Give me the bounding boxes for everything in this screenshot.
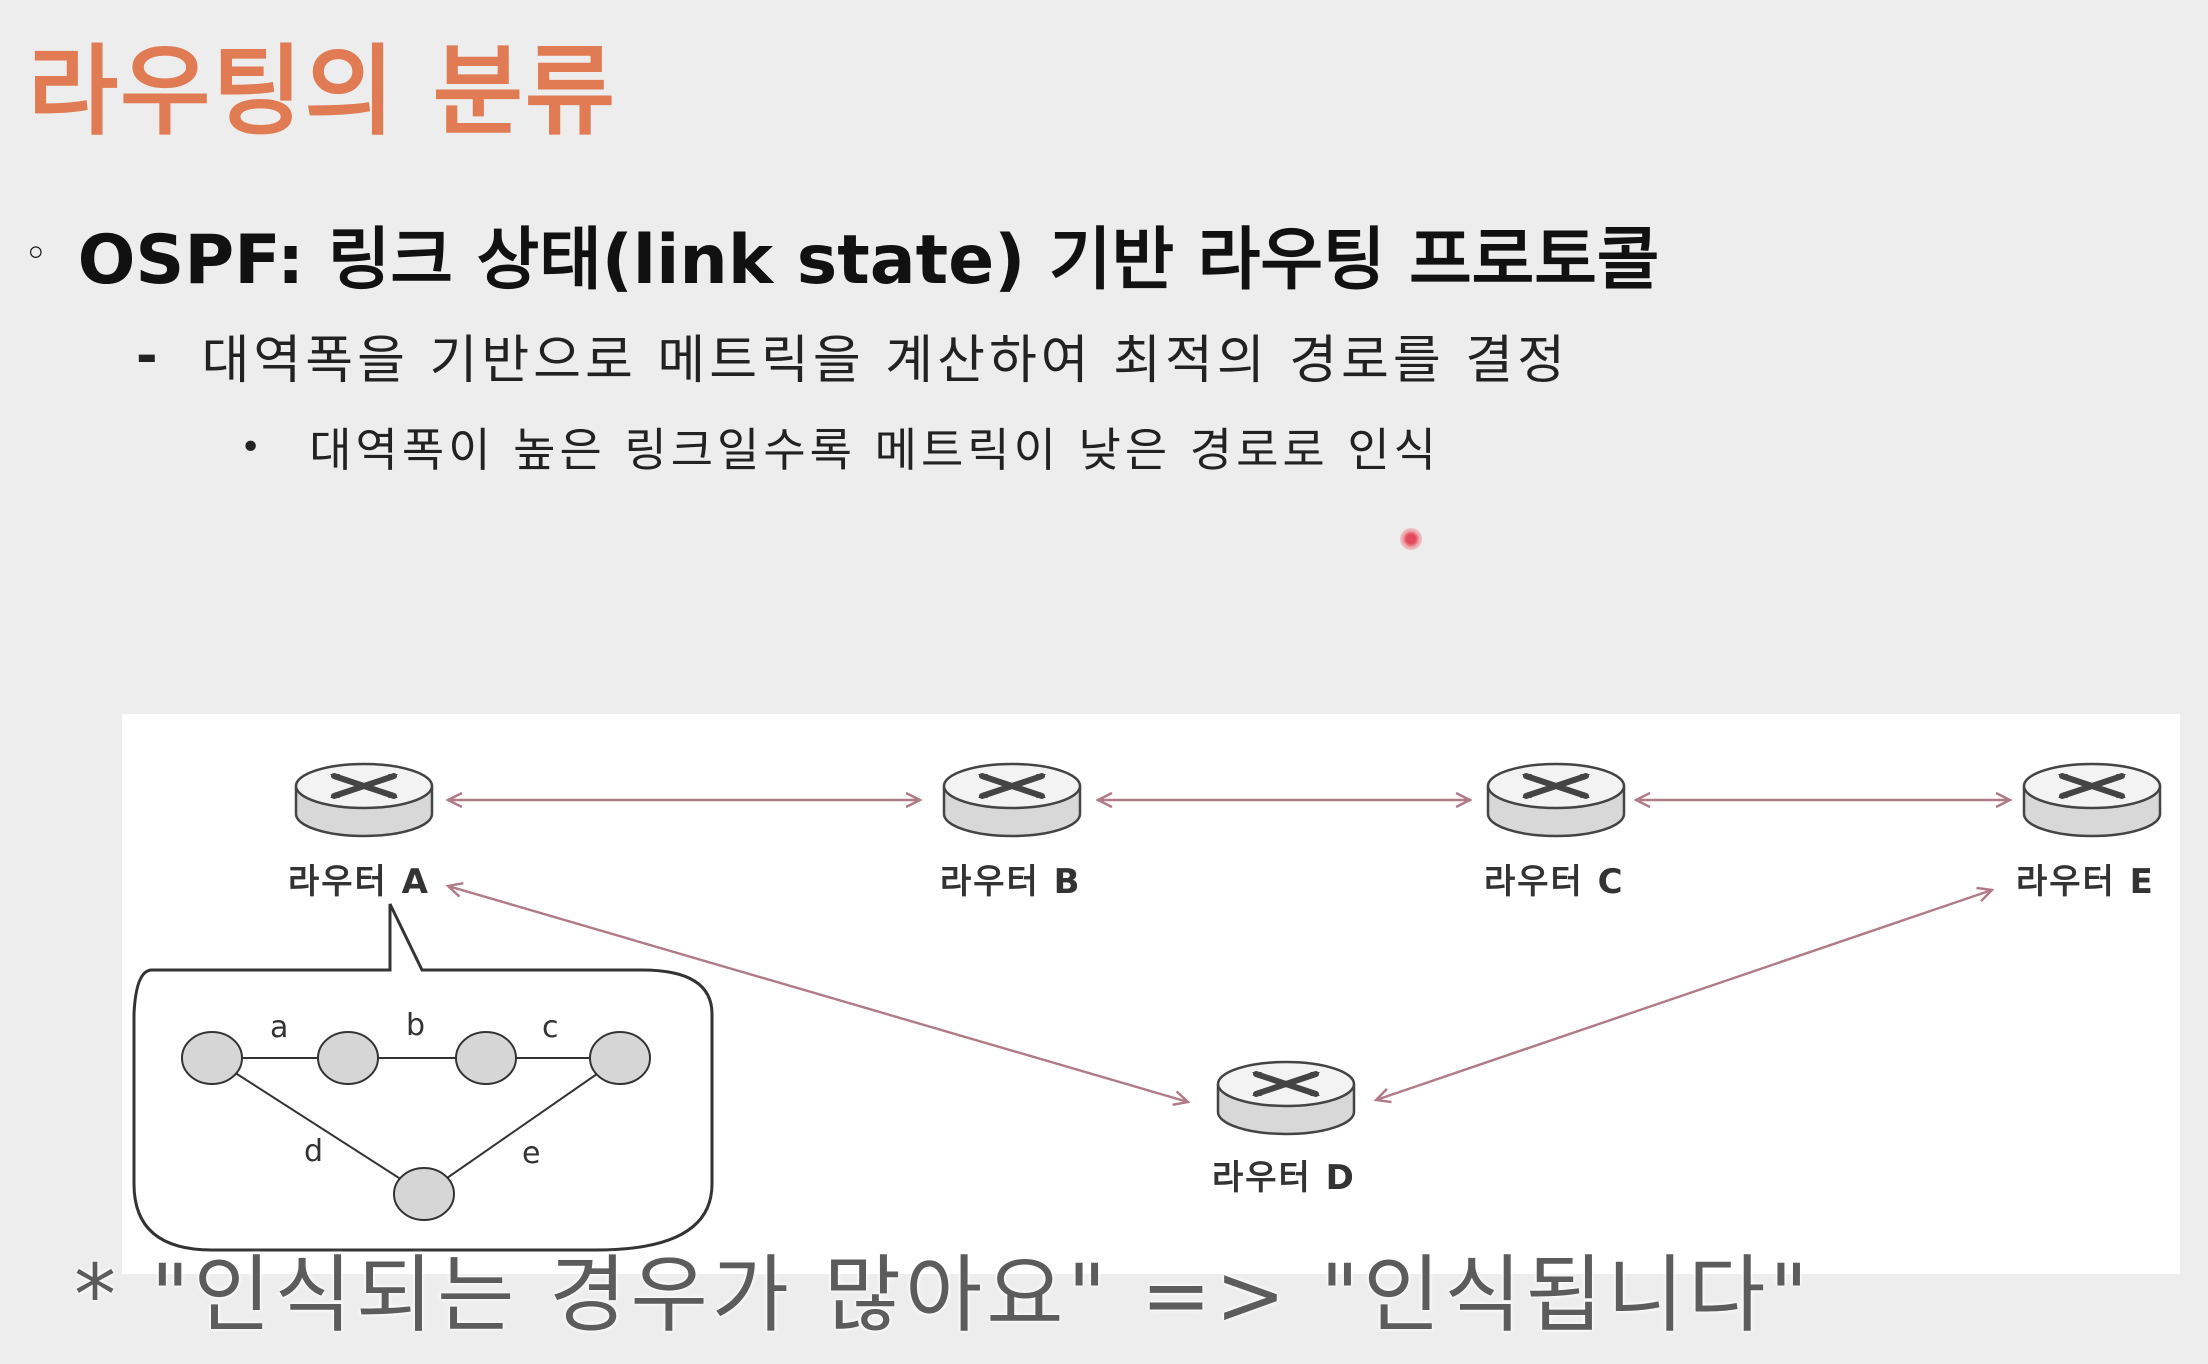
router-c-icon	[1488, 764, 1624, 836]
laser-pointer-icon	[1400, 528, 1422, 550]
page-title: 라우팅의 분류	[28, 35, 618, 149]
edge-label-b: b	[406, 1008, 426, 1043]
router-c-label: 라우터 C	[1484, 862, 1625, 902]
graph-edge-d	[211, 1057, 425, 1195]
router-b-icon	[944, 764, 1080, 836]
hollow-bullet-icon: ◦	[24, 230, 48, 277]
router-a-icon	[296, 764, 432, 836]
bullet-metric: • 대역폭이 높은 링크일수록 메트릭이 낮은 경로로 인식	[240, 414, 1440, 480]
router-a-label: 라우터 A	[288, 862, 430, 902]
router-e-label: 라우터 E	[2016, 862, 2155, 902]
bullet-ospf-text: OSPF: 링크 상태(link state) 기반 라우팅 프로토콜	[77, 221, 1660, 300]
dash-bullet-icon: -	[136, 325, 162, 386]
router-e-icon	[2024, 764, 2160, 836]
edge-label-a: a	[270, 1010, 289, 1045]
graph-node	[317, 1031, 379, 1085]
bullet-ospf: ◦ OSPF: 링크 상태(link state) 기반 라우팅 프로토콜	[24, 204, 1659, 303]
graph-node	[393, 1167, 455, 1221]
link-a-d	[448, 886, 1188, 1102]
edge-label-d: d	[304, 1134, 324, 1169]
network-diagram: 라우터 A 라우터 B 라우터 C 라우터 E 라우터 D a b c d e	[122, 714, 2180, 1274]
graph-edge-e	[423, 1057, 621, 1195]
bullet-metric-text: 대역폭이 높은 링크일수록 메트릭이 낮은 경로로 인식	[309, 423, 1441, 477]
graph-node	[181, 1031, 243, 1085]
graph-node	[455, 1031, 517, 1085]
correction-caption: * "인식되는 경우가 많아요" => "인식됩니다"	[74, 1246, 1813, 1344]
network-diagram-svg	[132, 714, 2180, 1252]
speech-bubble	[132, 903, 714, 1252]
dot-bullet-icon: •	[240, 426, 266, 468]
bullet-bandwidth-text: 대역폭을 기반으로 메트릭을 계산하여 최적의 경로를 결정	[201, 331, 1569, 391]
link-d-e	[1376, 890, 1992, 1100]
bullet-bandwidth: - 대역폭을 기반으로 메트릭을 계산하여 최적의 경로를 결정	[136, 318, 1569, 393]
graph-node	[589, 1031, 651, 1085]
edge-label-c: c	[542, 1010, 559, 1045]
router-d-label: 라우터 D	[1212, 1158, 1356, 1198]
router-b-label: 라우터 B	[940, 862, 1082, 902]
edge-label-e: e	[522, 1136, 541, 1171]
router-d-icon	[1218, 1062, 1354, 1134]
